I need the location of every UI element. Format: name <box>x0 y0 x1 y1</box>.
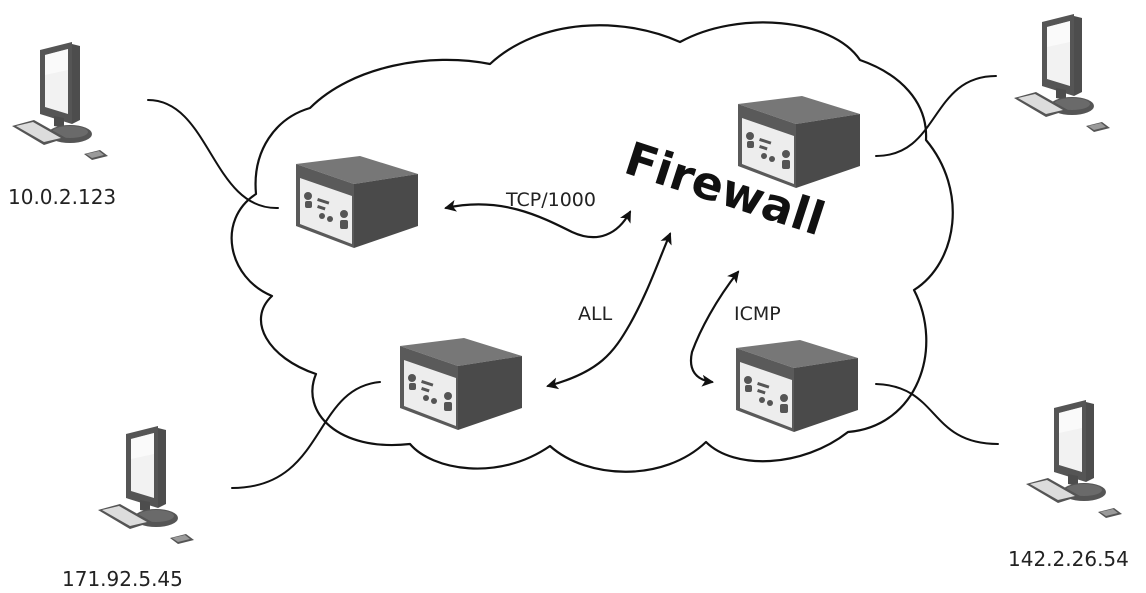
icmp-connection-label: ICMP <box>734 303 781 325</box>
desktop-computer-icon-top-right <box>1014 14 1110 132</box>
wire-bottom-left <box>231 381 381 489</box>
ip-label-bottom-left: 171.92.5.45 <box>62 567 183 591</box>
router-icon-top-left <box>296 156 418 248</box>
wire-bottom-right <box>875 383 999 445</box>
wire-top-right <box>875 75 997 157</box>
desktop-computer-icon-bottom-left <box>98 426 194 544</box>
router-icon-bottom-right <box>736 340 858 432</box>
router-icon-bottom-left <box>400 338 522 430</box>
wire-top-left <box>147 99 279 210</box>
tcp-connection-label: TCP/1000 <box>505 189 596 211</box>
network-cloud <box>230 21 954 473</box>
desktop-computer-icon-top-left <box>12 42 108 160</box>
arrow-all <box>546 232 672 390</box>
arrow-icmp <box>689 270 740 387</box>
desktop-computer-icon-bottom-right <box>1026 400 1122 518</box>
ip-label-top-left: 10.0.2.123 <box>8 185 116 209</box>
arrow-tcp <box>444 199 632 239</box>
ip-label-bottom-right: 142.2.26.54 <box>1008 547 1129 571</box>
all-connection-label: ALL <box>578 303 613 325</box>
